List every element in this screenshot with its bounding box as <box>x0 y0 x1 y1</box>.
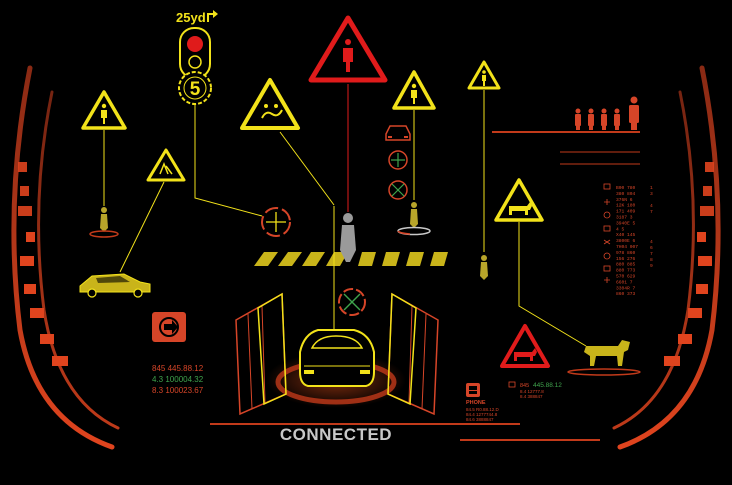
target-x-center-icon <box>338 288 366 316</box>
svg-text:1: 1 <box>650 185 653 191</box>
svg-text:9: 9 <box>650 263 653 269</box>
phone-line-1: 84.5 R0.88.12.D <box>466 407 500 412</box>
center-car-icon <box>299 329 375 387</box>
pedestrian-figure-far-right <box>480 255 488 280</box>
target-crosshair-left-icon <box>261 207 291 237</box>
target-crosshair-right-icon <box>388 150 408 170</box>
connection-status: CONNECTED <box>280 425 392 444</box>
svg-text:4: 4 <box>650 239 653 245</box>
traffic-light-leader <box>194 104 263 217</box>
pedestrian-warning-sign-icon <box>308 15 388 83</box>
phone-line-3: 84.6 3888847 <box>466 417 494 422</box>
pedestrian-figure-right <box>397 202 431 236</box>
call-sub-1: 8.4 12777.8 <box>520 389 544 394</box>
pedestrian-sign-far-right-icon <box>467 60 501 90</box>
data-list-row: 12K 180 <box>616 203 636 209</box>
slippery-leader <box>279 131 335 206</box>
car-left-icon <box>79 273 151 298</box>
data-list-row: 376N 6 <box>616 197 633 203</box>
call-prefix: 845 <box>520 383 529 389</box>
pedestrian-figure-center <box>340 213 356 262</box>
data-list-row: 880 885 <box>616 262 636 268</box>
cow-figure <box>567 340 641 376</box>
left-tunnel-wall <box>235 292 287 416</box>
car-front-icon <box>385 125 411 141</box>
crossing-leader <box>119 181 165 273</box>
phone-line-2: 84.4 1277744.8 <box>466 412 498 417</box>
data-list-row: 171 409 <box>616 209 636 215</box>
data-list-row: 6601 7 <box>616 279 633 285</box>
right-bar-segments <box>664 162 714 366</box>
pedestrian-figure-left <box>89 207 119 238</box>
svg-text:3: 3 <box>650 191 653 197</box>
svg-text:6: 6 <box>650 245 653 251</box>
pedestrian-sign-right-icon <box>392 70 436 110</box>
center-car-zone <box>235 292 439 416</box>
data-list-row: 880 773 <box>616 268 636 274</box>
call-readout: 845 445.88.12 8.4 12777.8 8.4 388847 <box>508 381 562 399</box>
svg-text:4: 4 <box>650 203 653 209</box>
crosswalk <box>254 252 448 266</box>
data-list-row: B00 780 <box>616 185 636 191</box>
people-count-icons <box>575 96 639 130</box>
data-list-row: 156 276 <box>616 256 636 262</box>
speed-gauge: 5 <box>178 71 212 105</box>
data-list-row: 570 629 <box>616 274 636 280</box>
svg-text:7: 7 <box>650 209 653 215</box>
data-list-row: 3304R 7 <box>616 285 636 291</box>
data-list-row: 3800E 6 <box>616 238 636 244</box>
target-x-right-icon <box>388 180 408 200</box>
data-list-right-col: 1 3 4 7 4 6 7 8 9 <box>650 185 653 269</box>
right-tunnel-wall <box>387 292 439 416</box>
data-list-row: 978 860 <box>616 250 636 256</box>
cattle-warning-sign-icon <box>494 178 544 222</box>
data-list-row: 3940E 5 <box>616 220 636 226</box>
children-crossing-sign-icon <box>146 148 186 182</box>
phone-icon <box>466 383 480 397</box>
data-list-row: 380 804 <box>616 191 636 197</box>
call-value: 445.88.12 <box>533 382 562 389</box>
readout-line-3: 8.3 100023.67 <box>152 386 204 395</box>
call-sub-2: 8.4 388847 <box>520 394 543 399</box>
phone-label: PHONE <box>466 400 486 406</box>
data-list-row: X40 145 <box>616 232 636 238</box>
traffic-light-icon <box>179 27 211 79</box>
readout-line-2: 4.3 100004.32 <box>152 375 204 384</box>
pedestrian-sign-left-icon <box>81 90 127 130</box>
distance-label: 25yd <box>176 10 206 25</box>
navigation-alert-icon <box>152 312 186 342</box>
left-bar-segments <box>18 162 68 366</box>
turn-right-arrow-icon <box>207 10 218 22</box>
cattle-warning-sign-red-icon <box>500 324 550 368</box>
phone-panel: PHONE 84.5 R0.88.12.D 84.4 1277744.8 84.… <box>466 383 500 422</box>
readout-line-1: 845 445.88.12 <box>152 364 204 373</box>
right-frame-arc <box>612 65 721 450</box>
data-list-row: 7H04 007 <box>616 244 638 250</box>
svg-text:7: 7 <box>650 251 653 257</box>
svg-text:8: 8 <box>650 257 653 263</box>
sensor-icons-column <box>603 183 611 283</box>
data-list-row: 3187 3 <box>616 215 633 221</box>
slippery-road-sign-icon <box>240 78 300 130</box>
left-frame-arc <box>11 65 120 450</box>
data-list-row: 4 5 <box>616 226 625 232</box>
speed-value: 5 <box>190 79 201 100</box>
cattle-leader <box>518 222 587 347</box>
data-list-row: 860 373 <box>616 291 636 297</box>
